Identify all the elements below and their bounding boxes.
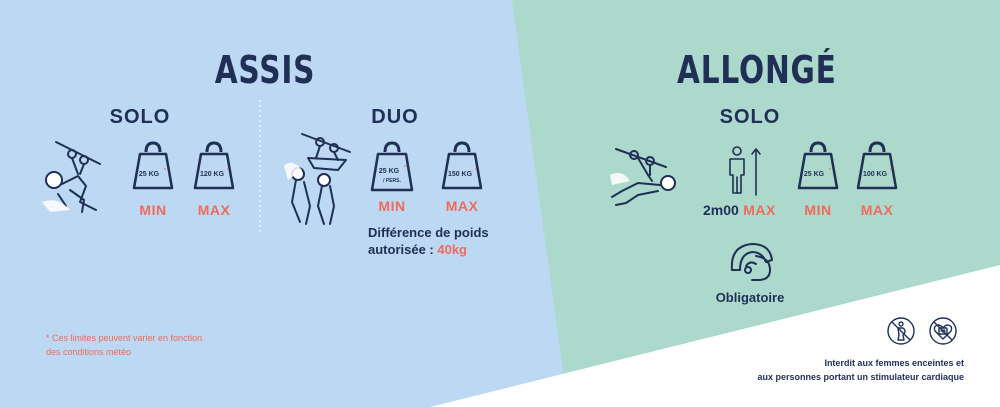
- weight-star: *: [475, 168, 477, 174]
- restriction-warning: Interdit aux femmes enceintes et aux per…: [700, 356, 964, 384]
- max-label: MAX: [445, 198, 479, 214]
- height-value: 2m00: [703, 202, 739, 218]
- weight-text: 25 KG: [379, 168, 400, 175]
- lying-rider-icon: [610, 148, 676, 206]
- min-label: MIN: [804, 202, 832, 218]
- weight-icon: 25 KG * / PERS.: [370, 141, 414, 192]
- min-label: MIN: [139, 202, 167, 218]
- allonge-solo-label: SOLO: [719, 106, 781, 128]
- weight-text: 150 KG: [448, 171, 473, 178]
- weight-text: 100 KG: [863, 171, 888, 178]
- weight-star: *: [890, 168, 892, 174]
- min-label: MIN: [378, 198, 406, 214]
- weight-text: 25 KG: [804, 171, 825, 178]
- weight-subtext: / PERS.: [383, 178, 401, 184]
- weight-difference-line1: Différence de poids: [368, 225, 489, 240]
- restriction-warning-line1: Interdit aux femmes enceintes et: [824, 358, 964, 368]
- weight-icon: 100 KG *: [856, 141, 898, 190]
- max-label: MAX: [197, 202, 231, 218]
- assis-solo-label: SOLO: [109, 106, 171, 128]
- weight-star: *: [227, 168, 229, 174]
- assis-duo-label: DUO: [371, 106, 419, 128]
- weight-star: *: [404, 165, 406, 171]
- weight-difference-line2: autorisée :: [368, 242, 438, 257]
- weather-note-line1: * Ces limites peuvent varier en fonction: [46, 333, 203, 343]
- weight-star: *: [164, 168, 166, 174]
- allonge-title: ALLONGÉ: [677, 48, 837, 92]
- seated-rider-icon: [42, 141, 101, 213]
- white-corner: [430, 265, 1000, 407]
- weight-difference: Différence de poids autorisée : 40kg: [368, 224, 538, 258]
- weather-note: * Ces limites peuvent varier en fonction…: [46, 331, 276, 359]
- weight-icon: 25 KG *: [132, 141, 174, 190]
- pregnant-woman-prohibited-icon: [887, 317, 915, 345]
- weight-star: *: [829, 168, 831, 174]
- weight-icon: 25 KG *: [797, 141, 839, 190]
- restriction-warning-line2: aux personnes portant un stimulateur car…: [757, 372, 964, 382]
- height-icon: [729, 146, 761, 196]
- weight-icon: 120 KG *: [193, 141, 235, 190]
- max-label: MAX: [860, 202, 894, 218]
- height-max-label: MAX: [743, 202, 776, 218]
- height-limit: 2m00 MAX: [703, 202, 783, 220]
- assis-title: ASSIS: [214, 48, 316, 92]
- weight-text: 25 KG: [139, 171, 160, 178]
- weight-difference-value: 40kg: [437, 242, 467, 257]
- weight-icon: 150 KG *: [441, 141, 483, 190]
- helmet-icon: [730, 243, 773, 281]
- weight-text: 120 KG: [200, 171, 225, 178]
- helmet-required-label: Obligatoire: [715, 290, 785, 305]
- weather-note-line2: des conditions météo: [46, 347, 132, 357]
- duo-rider-icon: [284, 133, 351, 225]
- pacemaker-prohibited-icon: [929, 317, 957, 345]
